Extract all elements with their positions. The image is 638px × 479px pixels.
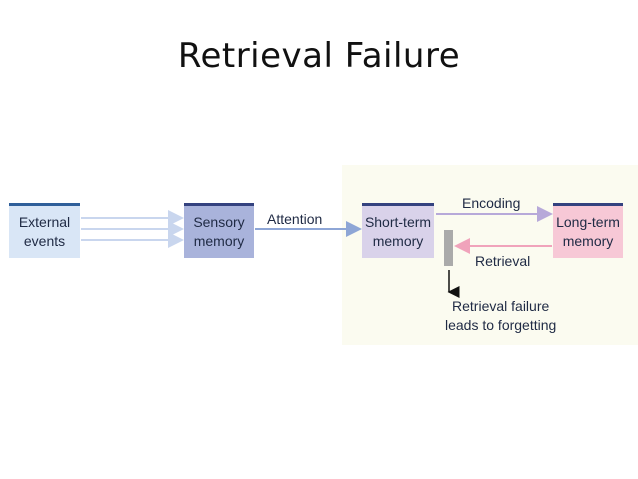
external-events-line2: events — [23, 233, 66, 249]
attention-label: Attention — [267, 211, 323, 227]
retrieval-failure-line1: Retrieval failure — [452, 298, 550, 314]
long-term-memory-line2: memory — [562, 233, 614, 249]
external-events-box: External events — [9, 203, 80, 258]
slide-title: Retrieval Failure — [177, 36, 461, 76]
sensory-memory-box: Sensory memory — [184, 203, 254, 258]
long-term-memory-line1: Long-term — [556, 214, 620, 230]
retrieval-failure-line2: leads to forgetting — [445, 317, 557, 333]
sensory-memory-line1: Sensory — [193, 214, 245, 230]
external-events-line1: External — [18, 214, 71, 230]
short-term-memory-box: Short-term memory — [362, 203, 434, 258]
short-term-memory-line1: Short-term — [364, 214, 432, 230]
short-term-memory-line2: memory — [372, 233, 424, 249]
encoding-label: Encoding — [462, 195, 521, 211]
long-term-memory-box: Long-term memory — [553, 203, 623, 258]
retrieval-label: Retrieval — [475, 253, 531, 269]
retrieval-block-bar — [444, 230, 453, 266]
retrieval-failure-caption: Retrieval failure leads to forgetting — [445, 297, 556, 335]
sensory-memory-line2: memory — [193, 233, 245, 249]
